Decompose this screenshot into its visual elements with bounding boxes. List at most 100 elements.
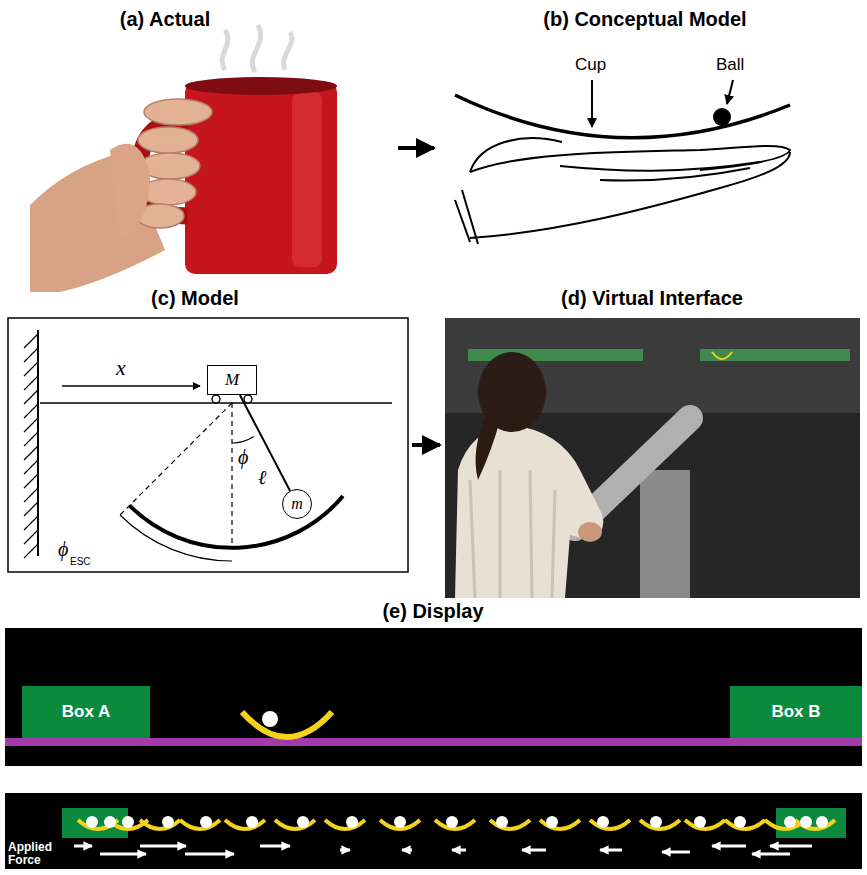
trajectory-strip	[100, 853, 146, 856]
length-symbol: ℓ	[258, 466, 266, 489]
interface-photo	[476, 410, 500, 480]
panel-title: (e) Display	[382, 600, 483, 623]
model-frame	[62, 385, 200, 387]
trajectory-strip	[816, 816, 828, 828]
trajectory-strip	[800, 816, 812, 828]
callout-label: Cup	[575, 55, 606, 75]
trajectory-strip	[784, 816, 796, 828]
trajectory-strip	[776, 808, 846, 838]
mug-photo	[292, 92, 322, 267]
trajectory-strip	[734, 816, 746, 828]
mug-photo	[138, 127, 198, 153]
model-frame	[37, 330, 39, 556]
node-text: M	[225, 370, 239, 390]
pendulum-bob: m	[282, 489, 312, 519]
trajectory-strip	[597, 816, 609, 828]
display-screen	[5, 628, 862, 766]
trajectory-strip	[297, 816, 309, 828]
trajectory-strip	[86, 816, 98, 828]
trajectory-strip	[185, 853, 234, 856]
interface-photo	[445, 318, 860, 598]
cup-hand-sketch	[600, 168, 750, 181]
model-frame	[212, 395, 220, 403]
target-box: Box B	[730, 686, 862, 738]
interface-photo	[640, 470, 690, 598]
model-frame	[232, 437, 254, 444]
interface-photo	[578, 522, 602, 542]
trajectory-strip	[74, 846, 812, 854]
model-frame	[24, 334, 38, 558]
trajectory-strip	[770, 845, 812, 848]
interface-photo	[712, 352, 732, 359]
model-frame	[8, 318, 408, 572]
force-label: Applied Force	[8, 841, 60, 867]
trajectory-strip	[140, 845, 186, 848]
escape-subscript: ESC	[70, 556, 91, 568]
transition-arrow	[412, 443, 440, 447]
trajectory-strip	[446, 816, 458, 828]
trajectory-strip	[5, 793, 862, 869]
trajectory-strip	[712, 845, 746, 848]
cup-hand-sketch	[470, 152, 790, 238]
display-screen	[262, 711, 278, 727]
mug-photo	[30, 25, 337, 292]
trajectory-strip	[752, 853, 790, 856]
model-frame	[231, 403, 232, 548]
trajectory-strip	[340, 849, 350, 852]
cup-hand-sketch	[455, 80, 790, 244]
mug-photo	[144, 99, 212, 125]
model-frame	[244, 395, 252, 403]
trajectory-strip	[394, 816, 406, 828]
position-symbol: x	[116, 355, 126, 380]
cup-hand-sketch	[560, 162, 760, 171]
trajectory-strip	[650, 816, 662, 828]
cup-hand-sketch	[713, 108, 731, 126]
cup-hand-sketch	[591, 80, 593, 127]
cup-hand-sketch	[462, 190, 478, 244]
mug-photo	[110, 144, 150, 240]
trajectory-strip	[346, 816, 358, 828]
cup-hand-sketch	[470, 138, 562, 172]
trajectory-strip	[104, 816, 116, 828]
panel-title: (b) Conceptual Model	[543, 8, 746, 31]
trajectory-strip	[694, 816, 706, 828]
trajectory-strip	[540, 820, 580, 829]
panel-title: (c) Model	[151, 287, 239, 310]
trajectory-strip	[140, 820, 180, 829]
cup-hand-sketch	[470, 146, 790, 172]
trajectory-strip	[86, 816, 828, 828]
node-text: Box B	[771, 702, 820, 722]
trajectory-strip	[402, 849, 412, 852]
trajectory-strip	[662, 851, 690, 854]
display-screen	[242, 712, 332, 737]
node-text: m	[291, 495, 303, 513]
trajectory-strip	[590, 820, 630, 829]
panel-title: (a) Actual	[120, 8, 210, 31]
node-text: Box A	[62, 702, 111, 722]
trajectory-strip	[452, 849, 466, 852]
cup-hand-sketch	[455, 95, 790, 138]
trajectory-strip	[260, 845, 290, 848]
model-frame	[8, 318, 408, 572]
trajectory-strip	[180, 820, 220, 829]
trajectory-strip	[325, 820, 365, 829]
display-screen	[5, 628, 862, 766]
interface-photo	[470, 470, 555, 598]
trajectory-strip	[162, 816, 174, 828]
transition-arrow	[398, 146, 434, 150]
interface-photo	[700, 349, 850, 361]
trajectory-strip	[546, 816, 558, 828]
cup-hand-sketch	[727, 80, 733, 104]
display-screen	[5, 738, 862, 746]
model-frame	[119, 403, 232, 516]
trajectory-strip	[225, 820, 265, 829]
transition-arrow	[398, 148, 434, 149]
trajectory-strip	[62, 808, 128, 838]
trajectory-strip	[5, 793, 862, 869]
trajectory-strip	[522, 849, 546, 852]
mug-photo	[222, 25, 292, 72]
trajectory-strip	[496, 816, 508, 828]
